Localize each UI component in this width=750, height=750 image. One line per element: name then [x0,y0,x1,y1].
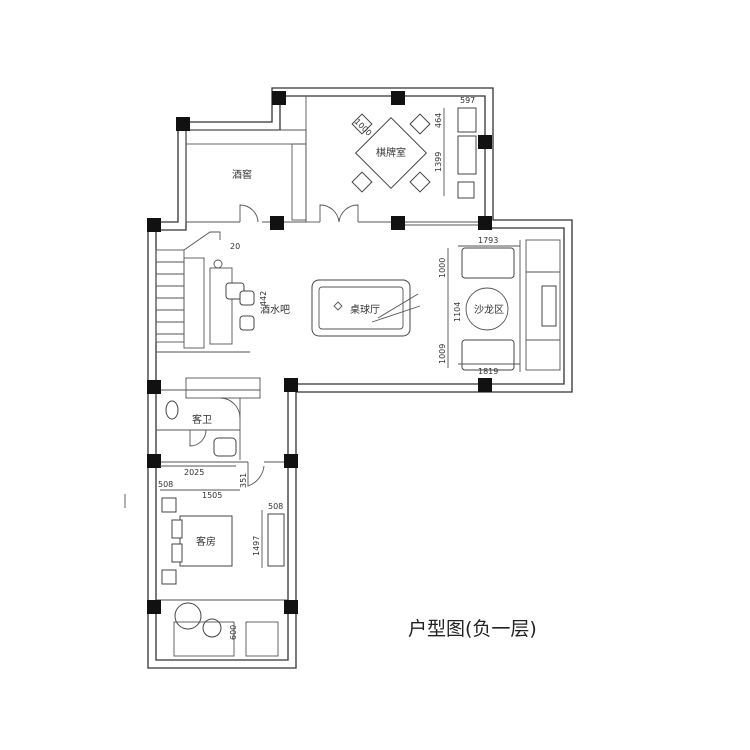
dim-508-left: 508 [158,480,173,489]
dim-351: 351 [239,473,248,488]
plan-caption: 户型图(负一层) [408,618,537,640]
bar-area [209,259,255,345]
dim-1505: 1505 [202,491,222,500]
room-label-chess-room: 棋牌室 [376,146,406,159]
dim-464: 464 [434,113,443,128]
room-label-bar: 酒水吧 [260,304,290,316]
room-label-lounge: 沙龙区 [474,303,504,316]
room-label-billiards: 桌球厅 [350,303,380,316]
guest-room-area [156,461,288,657]
dim-2025: 2025 [184,468,204,477]
dim-597: 597 [460,96,475,105]
dim-1497: 1497 [252,536,261,556]
dim-1399: 1399 [434,152,443,172]
columns [147,91,492,614]
lounge-area [461,239,561,372]
billiards-table [311,279,421,337]
dim-1000-right: 1000 [438,258,447,278]
dim-508-right: 508 [268,502,283,511]
chess-room-area [305,96,485,226]
dim-442: 442 [259,291,268,306]
stair-area [155,231,250,353]
room-labels: 酒窖 棋牌室 酒水吧 桌球厅 沙龙区 客卫 客房 [192,146,504,548]
dim-20: 20 [230,242,240,251]
dim-600: 600 [229,625,238,640]
dim-1819: 1819 [478,367,498,376]
room-label-wine-cellar: 酒窖 [232,168,252,181]
dim-1009: 1009 [438,344,447,364]
dim-1793: 1793 [478,236,498,245]
dimension-lines [124,108,520,568]
room-label-guest-bath: 客卫 [192,413,212,426]
dim-1104: 1104 [453,302,462,322]
room-label-guest-room: 客房 [196,535,216,548]
guest-bath-area [156,377,261,460]
